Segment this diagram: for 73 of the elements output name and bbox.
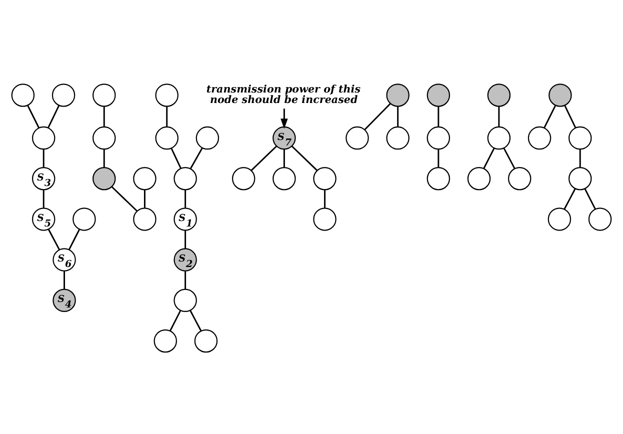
connector xyxy=(364,103,391,130)
connector xyxy=(250,146,278,172)
node-circle xyxy=(32,126,56,150)
node-circle xyxy=(133,167,156,190)
connector xyxy=(291,146,318,172)
connector xyxy=(564,105,576,128)
connector xyxy=(26,105,40,128)
connector xyxy=(498,106,500,127)
connector xyxy=(170,310,182,332)
connector xyxy=(324,190,326,208)
node-circle xyxy=(133,208,156,231)
connector xyxy=(42,190,44,208)
node-circle xyxy=(508,167,532,190)
connector xyxy=(64,271,66,290)
node-circle xyxy=(487,84,511,107)
connector xyxy=(190,310,202,332)
connector xyxy=(438,149,440,168)
node-circle xyxy=(11,84,35,107)
node-circle xyxy=(467,167,491,190)
node-circle xyxy=(194,329,218,353)
connector xyxy=(42,149,44,168)
arrow xyxy=(280,108,288,129)
node-text: transmission power of this node should be increased xyxy=(206,83,361,106)
node-circle xyxy=(568,167,592,190)
connector xyxy=(170,148,182,169)
node-circle xyxy=(346,126,369,150)
connector xyxy=(438,106,440,127)
node-circle xyxy=(92,167,116,190)
node-circle xyxy=(272,167,296,190)
connector xyxy=(144,190,146,208)
node-circle xyxy=(313,208,336,231)
connector xyxy=(584,188,596,210)
node-circle xyxy=(174,288,197,312)
connector xyxy=(68,229,80,250)
node-circle xyxy=(487,126,511,150)
node-circle xyxy=(386,84,410,107)
node-circle xyxy=(426,84,450,107)
node-circle xyxy=(92,126,116,150)
connector xyxy=(184,271,186,290)
node-circle xyxy=(548,208,572,231)
node-circle xyxy=(52,84,76,107)
connector xyxy=(48,105,60,128)
node-circle xyxy=(588,208,612,231)
node-circle xyxy=(72,208,96,231)
node-circle xyxy=(92,84,116,107)
connector xyxy=(111,186,138,212)
node-circle xyxy=(386,126,410,150)
node-circle xyxy=(155,126,178,150)
node-circle xyxy=(568,126,592,150)
node-circle xyxy=(548,84,572,107)
connector xyxy=(283,149,285,168)
connector xyxy=(579,149,581,168)
node-circle xyxy=(155,84,178,107)
connector xyxy=(397,106,399,127)
node-circle xyxy=(196,126,220,150)
node-circle xyxy=(313,167,336,190)
connector xyxy=(190,147,203,169)
connector xyxy=(103,149,105,168)
node-circle xyxy=(174,167,197,190)
node-circle xyxy=(154,329,177,353)
node-circle xyxy=(426,126,450,150)
node-circle xyxy=(528,126,552,150)
connector xyxy=(48,228,60,250)
connector xyxy=(184,230,186,249)
connector xyxy=(184,190,186,208)
node-circle xyxy=(232,167,256,190)
connector xyxy=(483,148,495,169)
connector xyxy=(166,106,168,127)
connector xyxy=(564,188,576,210)
connector xyxy=(503,148,516,169)
node-circle xyxy=(426,167,450,190)
connector xyxy=(544,105,556,128)
connector xyxy=(103,106,105,127)
